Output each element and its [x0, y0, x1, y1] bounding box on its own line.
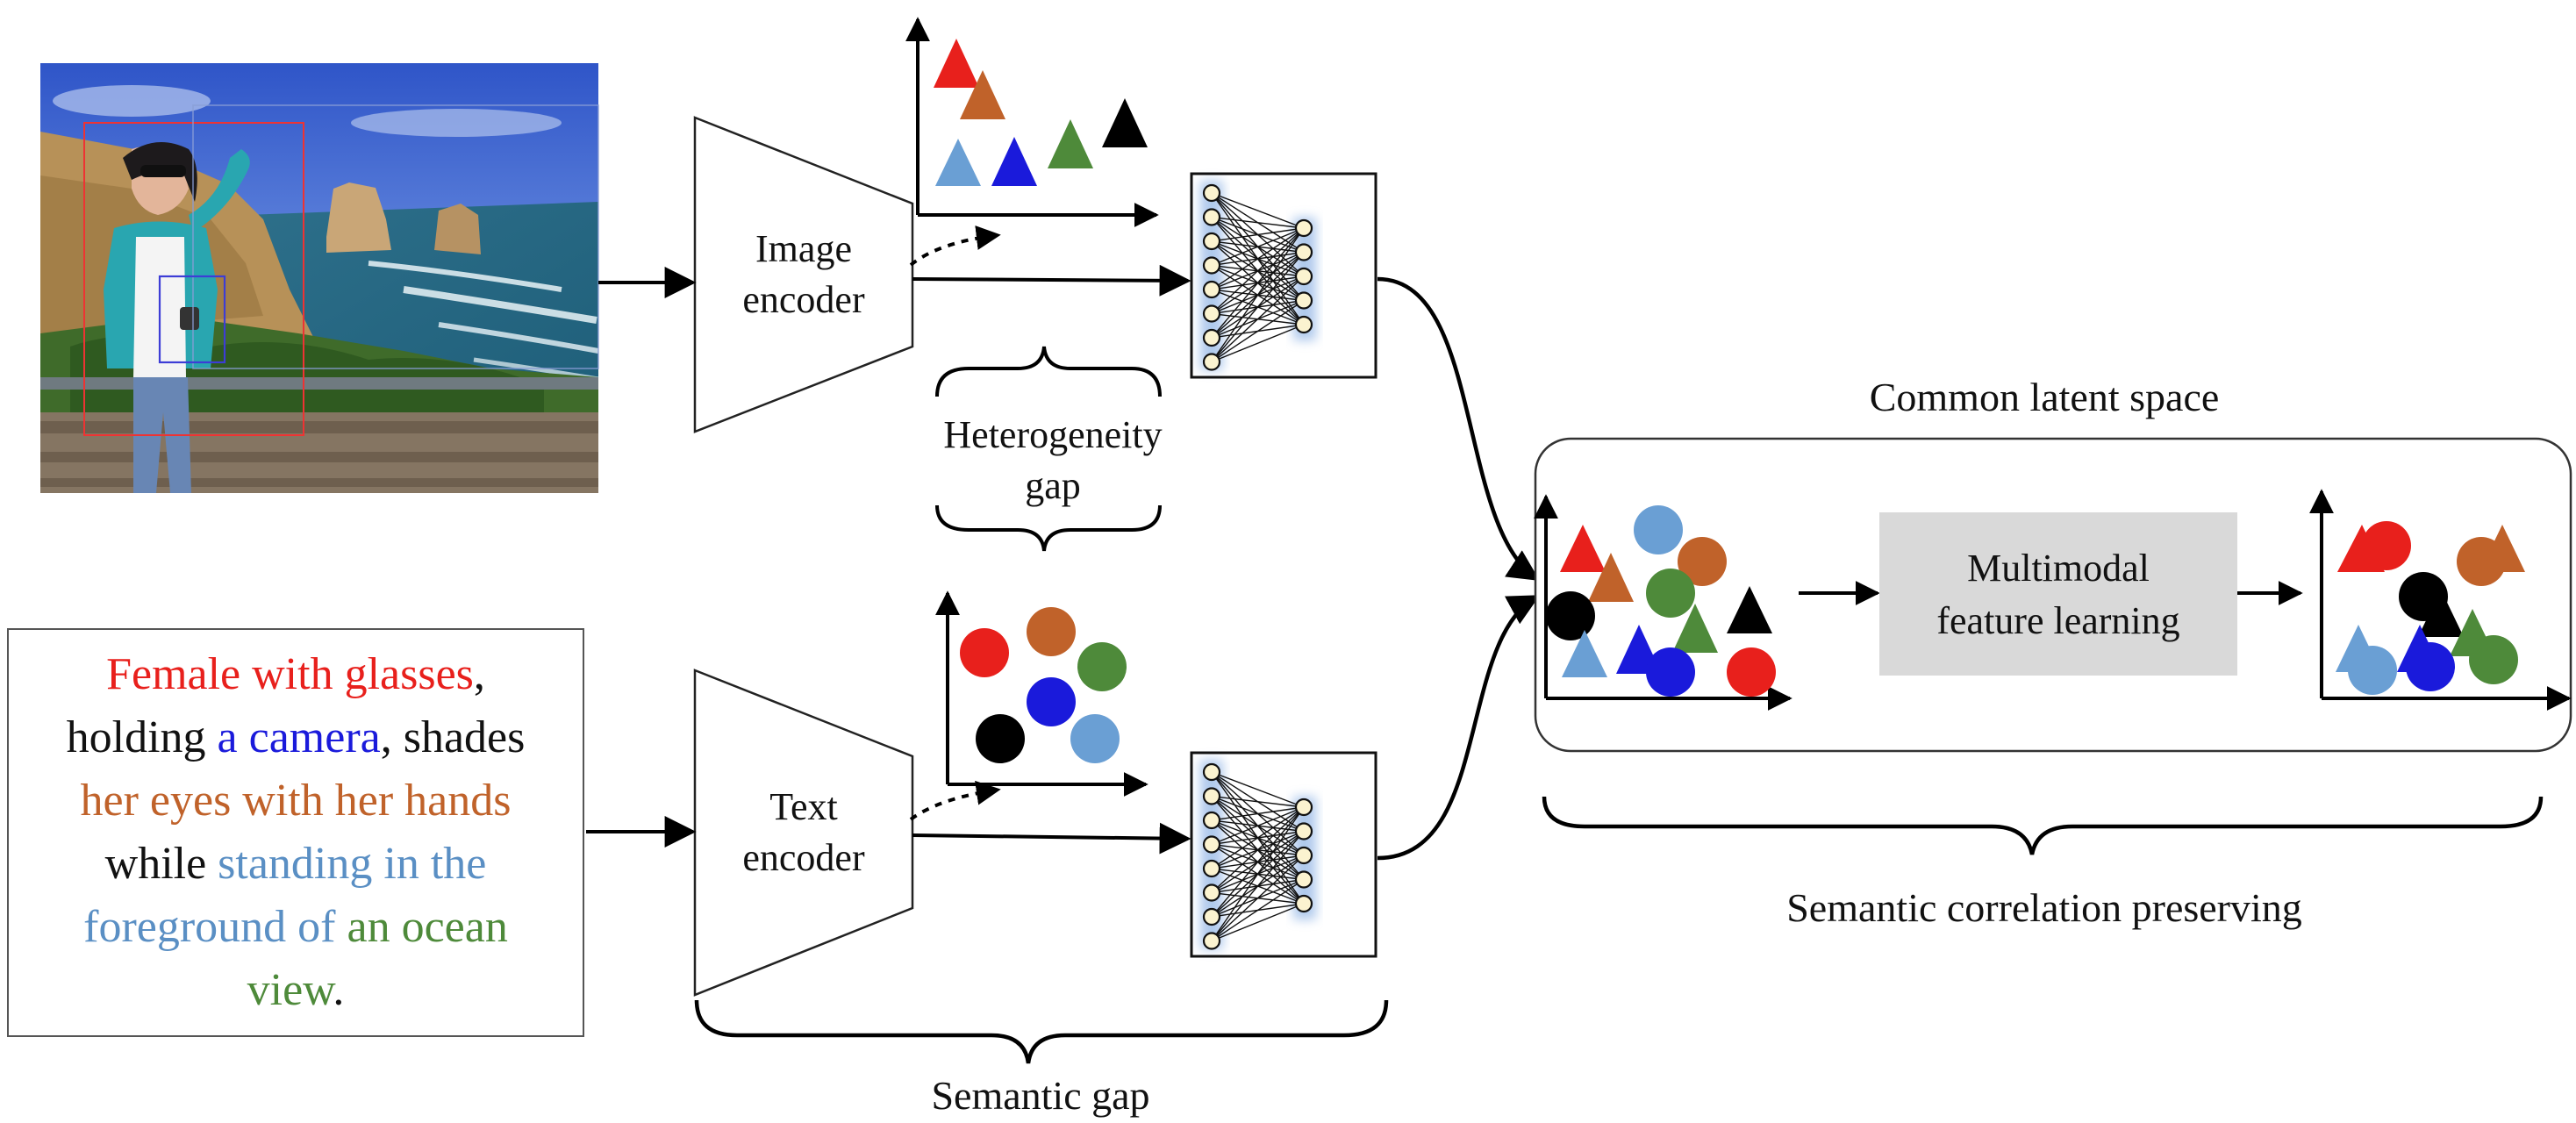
circle-marker — [1678, 537, 1727, 586]
multimodal-feature-learning-label-line2: feature learning — [1936, 599, 2179, 642]
caption-segment: , shades — [380, 712, 526, 762]
text-encoder-label-line2: encoder — [742, 836, 865, 879]
triangle-marker — [991, 137, 1037, 186]
caption-segment: . — [333, 965, 345, 1015]
image-encoder — [693, 116, 914, 433]
circle-marker — [1027, 677, 1076, 726]
triangle-marker — [1727, 586, 1772, 633]
triangle-marker — [934, 39, 979, 88]
triangle-marker — [960, 70, 1005, 119]
circle-marker — [1027, 607, 1076, 656]
semantic-gap-label: Semantic gap — [931, 1073, 1149, 1118]
circle-marker — [1646, 569, 1695, 618]
caption-segment: view — [247, 965, 333, 1015]
caption-box: Female with glasses, holding a camera, sh… — [7, 628, 584, 1037]
text-network-to-latent-arrow — [1377, 595, 1541, 861]
text-encoder — [693, 669, 914, 997]
caption-segment: foreground of — [83, 902, 347, 952]
triangle-marker — [2337, 525, 2385, 572]
caption-text: Female with glasses, holding a camera, sh… — [26, 643, 565, 1022]
triangle-marker — [1102, 98, 1148, 147]
triangle-marker — [1048, 119, 1093, 168]
image-feature-plot — [905, 17, 1159, 227]
caption-segment: holding — [66, 712, 218, 762]
heterogeneity-gap-label-line1: Heterogeneity — [943, 413, 1162, 456]
circle-marker — [1077, 642, 1127, 691]
caption-segment: Female with glasses — [106, 649, 474, 699]
common-latent-space-label: Common latent space — [1870, 375, 2220, 419]
triangle-marker — [935, 139, 981, 186]
latent-mixed-plot — [1534, 494, 1792, 711]
heterogeneity-gap-top-brace — [935, 346, 1162, 397]
image-encoder-label-line2: encoder — [742, 278, 865, 321]
circle-marker — [1727, 647, 1776, 697]
caption-segment: her eyes with her hands — [80, 776, 512, 826]
circle-marker — [1070, 714, 1120, 763]
multimodal-feature-learning-box — [1879, 512, 2237, 676]
triangle-marker — [1672, 604, 1718, 653]
circle-marker — [2406, 642, 2455, 691]
caption-segment: while — [104, 839, 218, 889]
circle-marker — [2469, 635, 2518, 684]
semantic-correlation-preserving-label: Semantic correlation preserving — [1786, 885, 2302, 930]
triangle-marker — [1562, 630, 1607, 677]
circle-marker — [1646, 647, 1695, 697]
triangle-marker — [1588, 553, 1634, 602]
heterogeneity-gap-label-line2: gap — [1025, 464, 1081, 507]
text-feature-plot — [935, 590, 1148, 797]
latent-aligned-plot — [2309, 489, 2572, 711]
triangle-marker — [1560, 525, 1606, 572]
circle-marker — [960, 628, 1009, 677]
triangle-marker — [2418, 590, 2464, 637]
caption-segment: standing in the — [218, 839, 487, 889]
text-encoder-to-network-arrow — [912, 822, 1191, 855]
caption-segment: an ocean — [347, 902, 508, 952]
heterogeneity-gap-bottom-brace — [935, 504, 1162, 552]
circle-marker — [976, 714, 1025, 763]
caption-segment: , — [473, 649, 485, 699]
image-encoder-label-line1: Image — [755, 227, 852, 270]
text-encoder-label-line1: Text — [769, 785, 838, 828]
semantic-gap-brace — [694, 999, 1389, 1064]
circle-marker — [2348, 646, 2397, 695]
caption-segment: a camera — [217, 712, 381, 762]
circle-marker — [1546, 591, 1595, 640]
neural-network-icon — [1190, 172, 1377, 379]
triangle-marker — [2479, 525, 2525, 572]
image-encoder-to-network-arrow — [912, 264, 1191, 297]
text-dashed-arrow — [909, 780, 1001, 821]
circle-marker — [1634, 505, 1683, 554]
input-photo — [40, 63, 599, 493]
semantic-correlation-brace — [1542, 796, 2544, 855]
image-dashed-arrow — [909, 225, 1001, 267]
neural-network-icon — [1190, 751, 1377, 958]
image-network-to-latent-arrow — [1377, 276, 1541, 581]
multimodal-feature-learning-label-line1: Multimodal — [1967, 547, 2150, 590]
